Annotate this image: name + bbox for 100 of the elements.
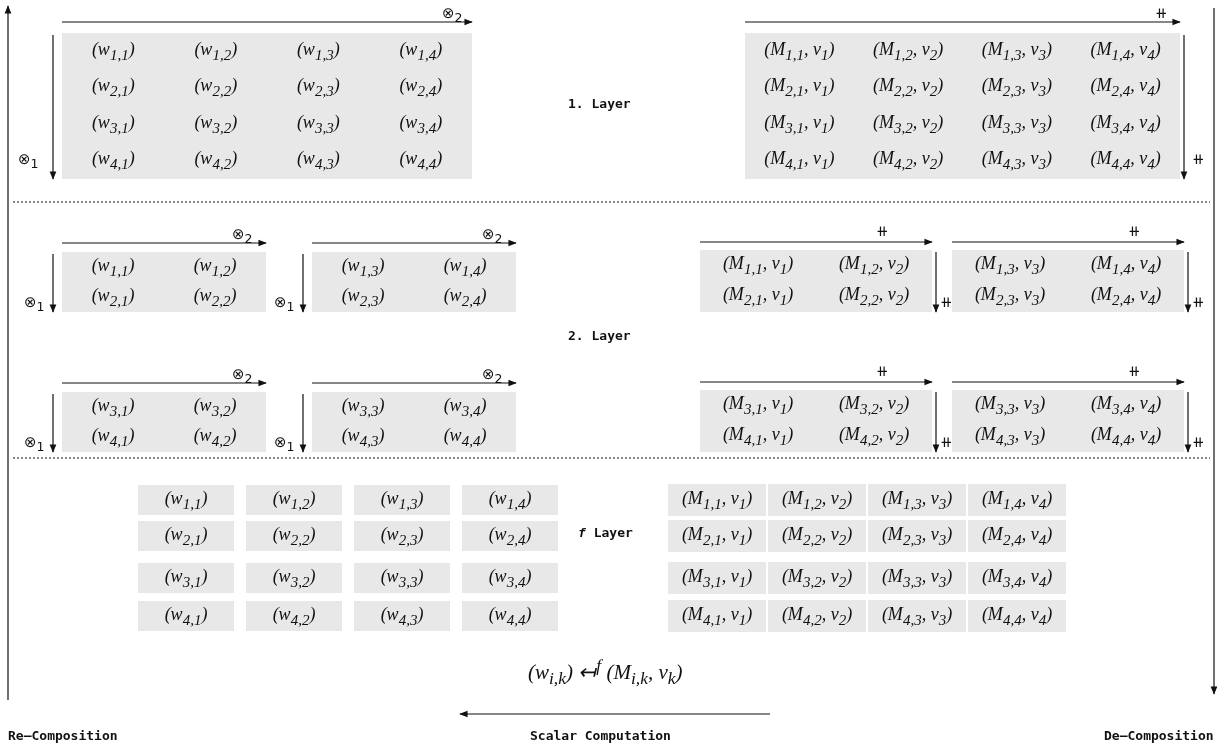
matrix-entry: (M$_{2,1}$, v$_{1}$)	[722, 284, 794, 309]
matrix-entry: (M$_{4,3}$, v$_{3}$)	[981, 148, 1052, 174]
matrix-entry: (M$_{3,1}$, v$_{1}$)	[681, 565, 753, 591]
operator-symbol: ⧺	[1128, 362, 1141, 380]
operator-symbol: ⧺	[876, 222, 889, 240]
matrix-entry: (M$_{2,3}$, v$_{3}$)	[974, 284, 1046, 309]
matrix-block	[700, 250, 932, 312]
matrix-entry: (M$_{3,1}$, v$_{1}$)	[764, 111, 835, 137]
matrix-entry: (w$_{1,4}$)	[443, 254, 487, 280]
matrix-entry: (M$_{1,1}$, v$_{1}$)	[764, 38, 835, 64]
matrix-entry: (M$_{1,3}$, v$_{3}$)	[974, 253, 1046, 278]
operator-symbol: ⧺	[940, 433, 953, 451]
matrix-entry: (M$_{1,2}$, v$_{2}$)	[873, 38, 944, 64]
operator-symbol: ⊗$_{1}$	[24, 293, 45, 314]
matrix-entry: (w$_{2,3}$)	[341, 284, 385, 310]
operator-symbol: ⊗$_{1}$	[24, 433, 45, 454]
axis-label: Re–Composition	[8, 728, 118, 743]
matrix-entry: (M$_{1,2}$, v$_{2}$)	[781, 487, 853, 513]
matrix-entry: (M$_{2,2}$, v$_{2}$)	[781, 523, 853, 549]
matrix-entry: (M$_{3,3}$, v$_{3}$)	[974, 393, 1046, 418]
operator-symbol: ⊗$_{2}$	[442, 4, 463, 25]
matrix-entry: (M$_{3,2}$, v$_{2}$)	[781, 565, 853, 591]
matrix-entry: (w$_{4,2}$)	[194, 148, 238, 174]
layer-label: f Layer	[578, 525, 633, 540]
formula: (w$_{i,k}$) ↤$^{f}$ (M$_{i,k}$, v$_{k}$)	[528, 655, 683, 690]
matrix-entry: (M$_{2,3}$, v$_{3}$)	[981, 75, 1052, 101]
matrix-entry: (M$_{4,1}$, v$_{1}$)	[722, 424, 794, 449]
matrix-entry: (w$_{4,1}$)	[91, 424, 135, 450]
matrix-entry: (w$_{4,1}$)	[164, 603, 208, 629]
layer-label: 2. Layer	[568, 328, 631, 343]
matrix-entry: (M$_{4,2}$, v$_{2}$)	[781, 603, 853, 629]
operator-symbol: ⊗$_{1}$	[18, 150, 39, 171]
matrix-entry: (w$_{2,3}$)	[380, 523, 424, 549]
matrix-entry: (w$_{3,1}$)	[91, 394, 135, 420]
matrix-entry: (w$_{3,2}$)	[193, 394, 237, 420]
operator-symbol: ⊗$_{2}$	[232, 225, 253, 246]
matrix-entry: (M$_{3,4}$, v$_{4}$)	[1090, 111, 1161, 137]
matrix-entry: (w$_{2,1}$)	[91, 284, 135, 310]
matrix-entry: (w$_{3,4}$)	[488, 565, 532, 591]
matrix-entry: (w$_{2,1}$)	[164, 523, 208, 549]
matrix-entry: (w$_{2,3}$)	[296, 75, 340, 101]
matrix-entry: (w$_{2,1}$)	[91, 75, 135, 101]
matrix-entry: (M$_{1,4}$, v$_{4}$)	[981, 487, 1053, 513]
matrix-entry: (M$_{2,1}$, v$_{1}$)	[764, 75, 835, 101]
operator-symbol: ⧺	[1128, 222, 1141, 240]
matrix-entry: (M$_{4,4}$, v$_{4}$)	[981, 603, 1053, 629]
matrix-block	[700, 390, 932, 452]
matrix-entry: (w$_{1,4}$)	[488, 487, 532, 513]
matrix-entry: (w$_{1,2}$)	[194, 38, 238, 64]
operator-symbol: ⊗$_{2}$	[482, 365, 503, 386]
matrix-entry: (M$_{1,4}$, v$_{4}$)	[1090, 253, 1162, 278]
matrix-entry: (w$_{4,2}$)	[272, 603, 316, 629]
matrix-block	[952, 390, 1184, 452]
matrix-entry: (w$_{4,4}$)	[399, 148, 443, 174]
matrix-entry: (M$_{4,4}$, v$_{4}$)	[1090, 424, 1162, 449]
matrix-entry: (M$_{2,3}$, v$_{3}$)	[881, 523, 953, 549]
matrix-entry: (M$_{4,4}$, v$_{4}$)	[1090, 148, 1161, 174]
matrix-entry: (w$_{4,3}$)	[296, 148, 340, 174]
matrix-entry: (M$_{3,2}$, v$_{2}$)	[838, 393, 910, 418]
matrix-entry: (M$_{3,3}$, v$_{3}$)	[881, 565, 953, 591]
matrix-entry: (M$_{4,3}$, v$_{3}$)	[881, 603, 953, 629]
matrix-entry: (M$_{1,1}$, v$_{1}$)	[722, 253, 794, 278]
matrix-entry: (w$_{1,3}$)	[296, 38, 340, 64]
matrix-entry: (w$_{1,1}$)	[91, 254, 135, 280]
matrix-entry: (w$_{1,2}$)	[272, 487, 316, 513]
operator-symbol: ⊗$_{2}$	[232, 365, 253, 386]
matrix-entry: (w$_{4,4}$)	[488, 603, 532, 629]
matrix-entry: (w$_{1,1}$)	[91, 38, 135, 64]
matrix-entry: (M$_{4,2}$, v$_{2}$)	[838, 424, 910, 449]
operator-symbol: ⧺	[1192, 293, 1205, 311]
matrix-entry: (w$_{2,2}$)	[193, 284, 237, 310]
layer-label: 1. Layer	[568, 96, 631, 111]
matrix-entry: (w$_{1,1}$)	[164, 487, 208, 513]
matrix-entry: (w$_{2,2}$)	[194, 75, 238, 101]
matrix-entry: (w$_{4,1}$)	[91, 148, 135, 174]
operator-symbol: ⊗$_{2}$	[482, 225, 503, 246]
operator-symbol: ⧺	[876, 362, 889, 380]
matrix-entry: (w$_{3,3}$)	[296, 111, 340, 137]
matrix-entry: (w$_{1,4}$)	[399, 38, 443, 64]
matrix-entry: (M$_{2,2}$, v$_{2}$)	[873, 75, 944, 101]
matrix-entry: (M$_{3,1}$, v$_{1}$)	[722, 393, 794, 418]
matrix-entry: (w$_{3,4}$)	[399, 111, 443, 137]
operator-symbol: ⊗$_{1}$	[274, 293, 295, 314]
matrix-entry: (M$_{1,3}$, v$_{3}$)	[881, 487, 953, 513]
matrix-entry: (w$_{2,2}$)	[272, 523, 316, 549]
matrix-entry: (M$_{3,4}$, v$_{4}$)	[981, 565, 1053, 591]
matrix-entry: (w$_{3,4}$)	[443, 394, 487, 420]
matrix-entry: (M$_{1,4}$, v$_{4}$)	[1090, 38, 1161, 64]
axis-label: Scalar Computation	[530, 728, 671, 743]
matrix-entry: (w$_{4,2}$)	[193, 424, 237, 450]
matrix-entry: (M$_{4,2}$, v$_{2}$)	[873, 148, 944, 174]
matrix-entry: (M$_{2,2}$, v$_{2}$)	[838, 284, 910, 309]
matrix-entry: (M$_{3,2}$, v$_{2}$)	[873, 111, 944, 137]
matrix-entry: (M$_{2,1}$, v$_{1}$)	[681, 523, 753, 549]
matrix-entry: (M$_{1,1}$, v$_{1}$)	[681, 487, 753, 513]
matrix-entry: (w$_{1,3}$)	[380, 487, 424, 513]
operator-symbol: ⊗$_{1}$	[274, 433, 295, 454]
matrix-entry: (M$_{2,4}$, v$_{4}$)	[981, 523, 1053, 549]
matrix-block	[745, 33, 1180, 179]
matrix-entry: (w$_{2,4}$)	[488, 523, 532, 549]
